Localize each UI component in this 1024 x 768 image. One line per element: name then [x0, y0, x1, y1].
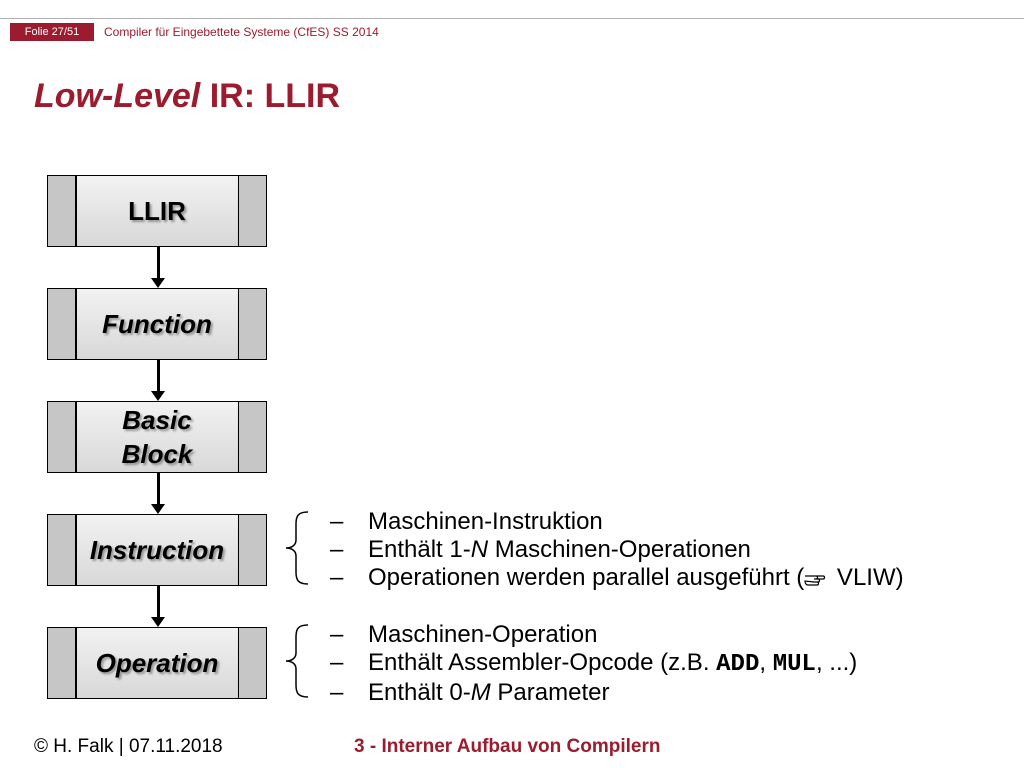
instruction-brace-icon [285, 511, 309, 585]
operation-brace-icon [285, 624, 309, 698]
list-item: – Maschinen-Instruktion [330, 508, 603, 535]
box-instruction: Instruction [47, 514, 267, 586]
footer-author-date: © H. Falk | 07.11.2018 [34, 736, 223, 757]
list-item: – Maschinen-Operation [330, 621, 598, 648]
list-item: – Enthält Assembler-Opcode (z.B. ADD, MU… [330, 649, 858, 678]
box-function: Function [47, 288, 267, 360]
title-rest: IR: LLIR [200, 77, 341, 115]
operation-notes: – Maschinen-Operation – Enthält Assemble… [330, 621, 857, 707]
slide-number-badge: Folie 27/51 [10, 23, 94, 41]
instruction-notes: – Maschinen-Instruktion – Enthält 1-N Ma… [330, 508, 904, 593]
pointing-hand-icon [804, 565, 830, 593]
box-operation-label: Operation [95, 648, 219, 678]
title-italic-part: Low-Level [34, 77, 201, 115]
arrow-basic-block-to-instruction [151, 473, 165, 514]
box-llir: LLIR [47, 175, 267, 247]
list-item: – Enthält 1-N Maschinen-Operationen [330, 536, 751, 563]
course-title: Compiler für Eingebettete Systeme (CfES)… [104, 25, 379, 39]
footer-chapter: 3 - Interner Aufbau von Compilern [354, 736, 661, 757]
box-function-label: Function [102, 309, 212, 339]
box-instruction-label: Instruction [89, 535, 225, 565]
header-rule [0, 18, 1024, 19]
arrow-instruction-to-operation [151, 586, 165, 627]
box-operation: Operation [47, 627, 267, 699]
list-item: – Operationen werden parallel ausgeführt… [330, 564, 904, 593]
arrow-function-to-basic-block [151, 360, 165, 401]
arrow-llir-to-function [151, 247, 165, 288]
slide-title: Low-Level IR: LLIR [34, 74, 340, 118]
list-item: – Enthält 0-M Parameter [330, 679, 610, 706]
box-llir-label: LLIR [128, 196, 186, 226]
